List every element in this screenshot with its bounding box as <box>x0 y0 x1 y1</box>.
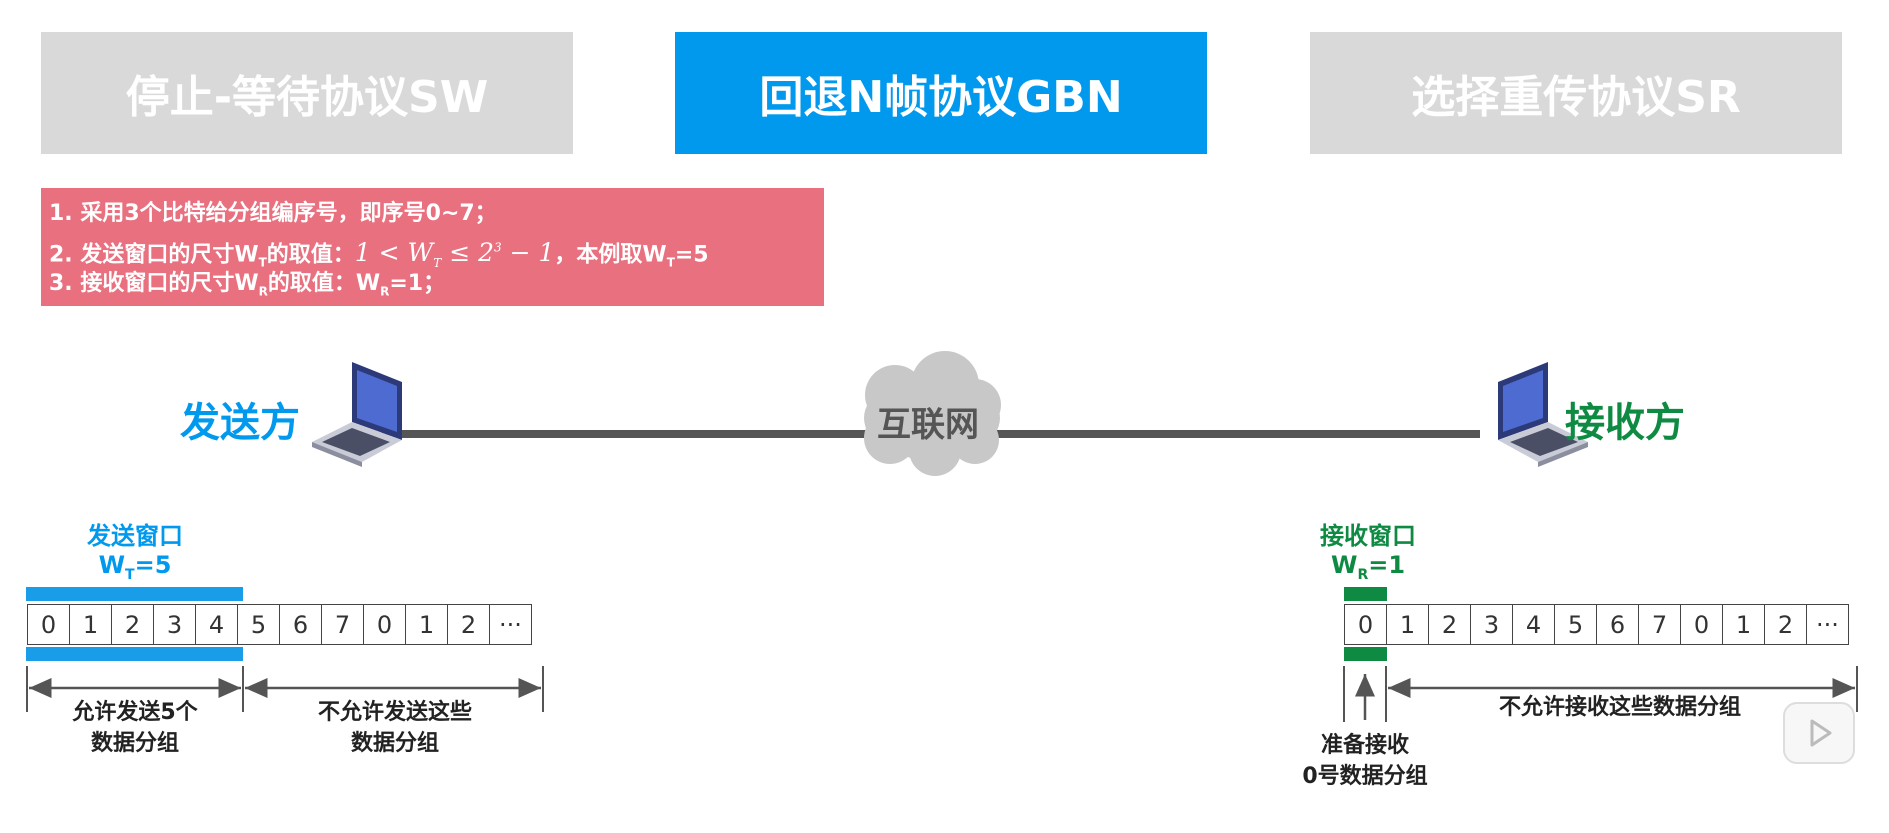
send-size-sub: T <box>125 566 135 583</box>
recv-window-top-bar <box>1344 587 1387 601</box>
info-line-2-prefix: 2. 发送窗口的尺寸W <box>49 242 259 268</box>
formula-tail: − 1 <box>501 238 555 268</box>
info-line-3-val: =1； <box>389 271 446 296</box>
info-line-2-suffix: ，本例取W <box>554 242 667 268</box>
recv-seq-cell: 4 <box>1512 604 1555 645</box>
send-seq-cell: 3 <box>153 604 196 645</box>
send-seq-cell: 1 <box>405 604 448 645</box>
tab-stop-and-wait[interactable]: 停止-等待协议SW <box>41 32 573 154</box>
internet-label: 互联网 <box>877 405 979 445</box>
send-size-prefix: W <box>98 551 126 579</box>
send-window-title: 发送窗口 <box>87 522 183 550</box>
recv-size-prefix: W <box>1330 551 1358 579</box>
denied-send-annotation: 不允许发送这些 数据分组 <box>290 697 500 759</box>
info-line-2-suffix-val: =5 <box>674 242 709 268</box>
tab-go-back-n[interactable]: 回退N帧协议GBN <box>675 32 1207 154</box>
tab-selective-repeat[interactable]: 选择重传协议SR <box>1310 32 1842 154</box>
formula-sub: T <box>433 256 442 271</box>
send-seq-cell: 7 <box>321 604 364 645</box>
recv-seq-cell: 0 <box>1680 604 1723 645</box>
info-line-1-text: 1. 采用3个比特给分组编序号，即序号0~7； <box>49 201 497 226</box>
info-line-3-sub2: R <box>380 284 390 299</box>
recv-seq-cell: 5 <box>1554 604 1597 645</box>
send-seq-cell: 6 <box>279 604 322 645</box>
send-window-top-bar <box>26 587 243 601</box>
recv-seq-cell: ··· <box>1806 604 1849 645</box>
formula-right: ≤ 2 <box>441 238 495 268</box>
send-seq-cell: 0 <box>363 604 406 645</box>
ready-receive-line-2: 0号数据分组 <box>1302 764 1428 789</box>
info-line-2-suffix-sub: T <box>666 255 675 270</box>
recv-seq-cell: 6 <box>1596 604 1639 645</box>
send-seq-cell: 5 <box>237 604 280 645</box>
recv-size-val: =1 <box>1368 551 1406 579</box>
send-seq-cell: ··· <box>489 604 532 645</box>
send-seq-cell: 0 <box>27 604 70 645</box>
send-seq-cell: 1 <box>69 604 112 645</box>
play-button[interactable] <box>1783 702 1855 764</box>
allowed-send-annotation: 允许发送5个 数据分组 <box>40 697 230 759</box>
recv-window-bottom-bar <box>1344 647 1387 661</box>
send-seq-cell: 4 <box>195 604 238 645</box>
info-line-3: 3. 接收窗口的尺寸WR的取值：WR=1； <box>49 266 816 301</box>
sender-label: 发送方 <box>180 400 300 446</box>
denied-receive-annotation: 不允许接收这些数据分组 <box>1440 692 1800 723</box>
recv-seq-cell: 2 <box>1428 604 1471 645</box>
send-window-bottom-bar <box>26 647 243 661</box>
recv-size-sub: R <box>1357 566 1369 583</box>
recv-window-title: 接收窗口 <box>1320 522 1416 550</box>
recv-seq-cell: 7 <box>1638 604 1681 645</box>
allowed-send-line-2: 数据分组 <box>90 731 179 756</box>
receiver-laptop-icon <box>1498 362 1588 467</box>
window-formula: 1 < WT ≤ 23 − 1 <box>354 238 555 271</box>
recv-seq-cell: 2 <box>1764 604 1807 645</box>
denied-receive-text: 不允许接收这些数据分组 <box>1498 695 1741 720</box>
internet-cloud-icon <box>864 351 1001 476</box>
ready-receive-line-1: 准备接收 <box>1320 733 1409 758</box>
receiver-label: 接收方 <box>1565 400 1685 446</box>
info-line-2-sub: T <box>258 255 267 270</box>
denied-send-line-1: 不允许发送这些 <box>317 700 472 725</box>
info-line-2-mid: 的取值： <box>266 242 355 268</box>
info-line-3-sub: R <box>258 284 268 299</box>
allowed-send-line-1: 允许发送5个 <box>72 700 198 725</box>
sender-laptop-icon <box>312 362 402 467</box>
formula-sup: 3 <box>494 241 502 255</box>
info-line-2: 2. 发送窗口的尺寸WT的取值：1 < WT ≤ 23 − 1，本例取WT=5 <box>49 231 816 271</box>
send-seq-cell: 2 <box>447 604 490 645</box>
recv-seq-cell: 1 <box>1386 604 1429 645</box>
denied-send-line-2: 数据分组 <box>350 731 439 756</box>
send-window-size: WT=5 <box>65 551 205 583</box>
info-line-3-prefix: 3. 接收窗口的尺寸W <box>49 271 259 296</box>
recv-seq-cell: 3 <box>1470 604 1513 645</box>
send-size-val: =5 <box>134 551 172 579</box>
formula-left: 1 < W <box>354 238 434 268</box>
ready-receive-annotation: 准备接收 0号数据分组 <box>1285 730 1445 792</box>
info-line-3-mid: 的取值：W <box>267 271 381 296</box>
recv-window-size: WR=1 <box>1298 551 1438 583</box>
info-line-1: 1. 采用3个比特给分组编序号，即序号0~7； <box>49 196 816 231</box>
recv-seq-cell: 0 <box>1344 604 1387 645</box>
play-icon <box>1810 719 1832 747</box>
protocol-info-box: 1. 采用3个比特给分组编序号，即序号0~7； 2. 发送窗口的尺寸WT的取值：… <box>41 188 824 306</box>
